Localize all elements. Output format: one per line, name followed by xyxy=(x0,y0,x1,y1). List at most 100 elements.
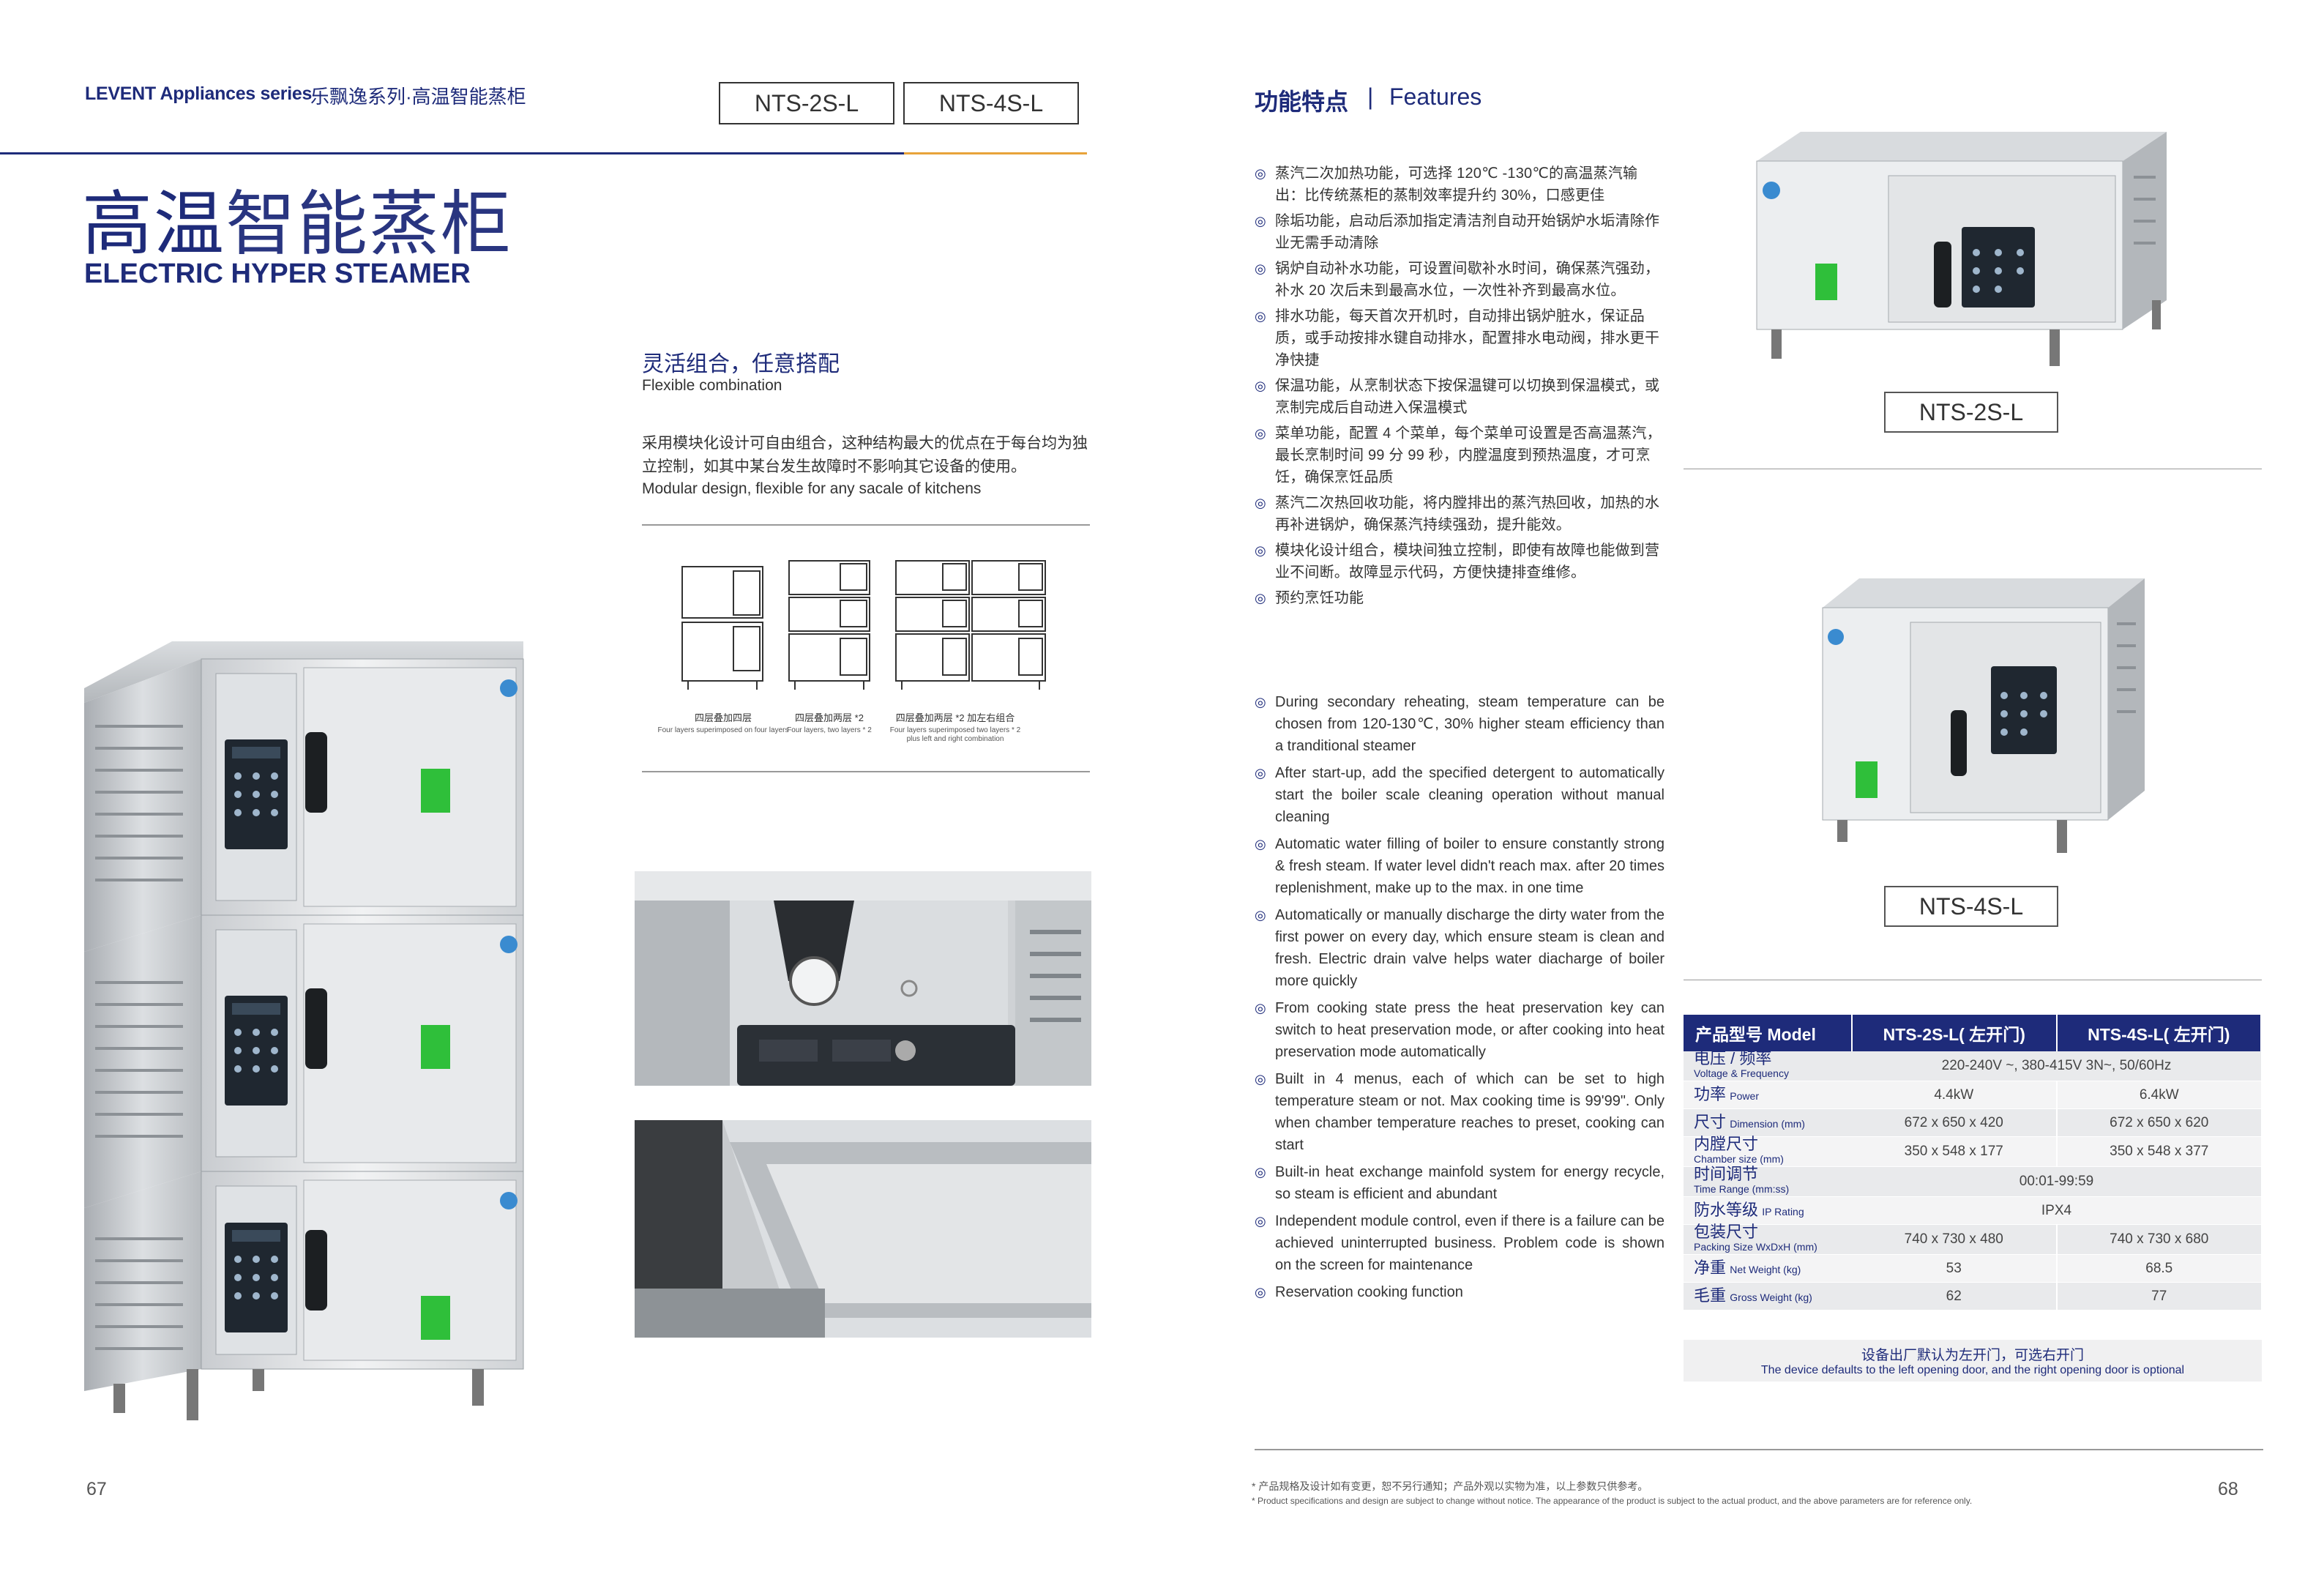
spec-key-en: Chamber size (mm) xyxy=(1694,1153,1784,1165)
table-row: 尺寸 Dimension (mm) 672 x 650 x 420 672 x … xyxy=(1684,1108,2261,1137)
spec-key-en: Voltage & Frequency xyxy=(1694,1067,1789,1079)
combination-title-cn: 灵活组合，任意搭配 xyxy=(642,352,840,376)
model-tag-4s: NTS-4S-L xyxy=(903,82,1079,124)
spec-key-en: IP Rating xyxy=(1762,1205,1804,1218)
features-title-separator: | xyxy=(1367,83,1374,110)
spec-key-en: Packing Size WxDxH (mm) xyxy=(1694,1241,1817,1253)
diagram-label-3: 四层叠加两层 *2 加左右组合 xyxy=(895,712,1015,723)
title-cn-part1: 高温 xyxy=(82,185,225,264)
feature-cn-3: 锅炉自动补水功能，可设置间歇补水时间，确保蒸汽强劲，补水 20 次后未到最高水位… xyxy=(1255,258,1664,302)
feature-en-9: Reservation cooking function xyxy=(1255,1281,1664,1303)
title-cn-part2: 智能蒸柜 xyxy=(225,185,512,264)
diagram-sub-3: Four layers superimposed two layers * 2 … xyxy=(889,726,1021,743)
spec-table-header: 产品型号 Model NTS-2S-L( 左开门) NTS-4S-L( 左开门) xyxy=(1684,1015,2262,1051)
spec-key-en: Dimension (mm) xyxy=(1730,1117,1805,1130)
features-list-en: During secondary reheating, steam temper… xyxy=(1255,691,1664,1308)
features-title-en: Features xyxy=(1389,83,1482,110)
spec-note-cn: 设备出厂默认为左开门，可选右开门 xyxy=(1861,1348,2084,1363)
spec-value: 740 x 730 x 680 xyxy=(2055,1224,2261,1255)
table-row: 净重 Net Weight (kg) 53 68.5 xyxy=(1684,1254,2261,1283)
spec-key-cn: 内膛尺寸 xyxy=(1694,1135,1759,1153)
spec-note-en: The device defaults to the left opening … xyxy=(1760,1364,2185,1376)
feature-cn-8: 模块化设计组合，模块间独立控制，即使有故障也能做到营业不间断。故障显示代码，方便… xyxy=(1255,540,1664,584)
feature-cn-2: 除垢功能，启动后添加指定清洁剂自动开始锅炉水垢清除作业无需手动清除 xyxy=(1255,210,1664,254)
table-row: 功率 Power 4.4kW 6.4kW xyxy=(1684,1081,2261,1109)
feature-en-6: Built in 4 menus, each of which can be s… xyxy=(1255,1068,1664,1156)
feature-cn-7: 蒸汽二次热回收功能，将内膛排出的蒸汽热回收，加热的水再补进锅炉，确保蒸汽持续强劲… xyxy=(1255,492,1664,536)
product-label-4s: NTS-4S-L xyxy=(1884,886,2058,927)
spec-value: 4.4kW xyxy=(1852,1081,2057,1109)
features-list-cn: 蒸汽二次加热功能，可选择 120℃ -130℃的高温蒸汽输出：比传统蒸柜的蒸制效… xyxy=(1255,163,1664,613)
spec-value: 00:01-99:59 xyxy=(1852,1166,2261,1197)
module-row xyxy=(84,658,524,1391)
spec-table-note: 设备出厂默认为左开门，可选右开门 The device defaults to … xyxy=(1684,1340,2262,1382)
series-name-en: LEVENT Appliances series xyxy=(85,83,313,104)
spec-header-2s: NTS-2S-L( 左开门) xyxy=(1852,1015,2058,1051)
spec-table: 产品型号 Model NTS-2S-L( 左开门) NTS-4S-L( 左开门)… xyxy=(1684,1015,2262,1311)
spec-key: 净重 Net Weight (kg) xyxy=(1684,1254,1852,1283)
footer-rule xyxy=(1255,1449,2263,1450)
nts-2s-product-image xyxy=(1756,132,2167,366)
steamer-3stack-image xyxy=(84,641,524,1420)
feature-cn-5: 保温功能，从烹制状态下按保温键可以切换到保温模式，或烹制完成后自动进入保温模式 xyxy=(1255,375,1664,419)
feature-cn-4: 排水功能，每天首次开机时，自动排出锅炉脏水，保证品质，或手动按排水键自动排水，配… xyxy=(1255,305,1664,371)
combination-desc-cn: 采用模块化设计可自由组合，这种结构最大的优点在于每台均为独立控制，如其中某台发生… xyxy=(642,435,1088,475)
spec-key-cn: 尺寸 xyxy=(1694,1112,1727,1131)
diagram-label-1: 四层叠加四层 xyxy=(694,712,752,723)
spec-key: 功率 Power xyxy=(1684,1081,1852,1109)
feature-en-3: Automatic water filling of boiler to ens… xyxy=(1255,833,1664,899)
spec-key-cn: 防水等级 xyxy=(1694,1200,1759,1219)
page-title-cn: 高温智能蒸柜 xyxy=(82,167,512,269)
spec-key: 尺寸 Dimension (mm) xyxy=(1684,1108,1852,1137)
combination-desc-en: Modular design, flexible for any sacale … xyxy=(642,480,982,497)
feature-cn-9: 预约烹饪功能 xyxy=(1255,587,1664,609)
table-row: 毛重 Gross Weight (kg) 62 77 xyxy=(1684,1282,2261,1311)
features-title-cn: 功能特点 xyxy=(1255,89,1349,115)
spec-value: IPX4 xyxy=(1852,1196,2261,1225)
spec-value: 62 xyxy=(1852,1282,2057,1311)
feature-en-5: From cooking state press the heat preser… xyxy=(1255,997,1664,1063)
combination-diagrams xyxy=(681,560,1046,690)
spec-value: 740 x 730 x 480 xyxy=(1852,1224,2057,1255)
feature-en-2: After start-up, add the specified deterg… xyxy=(1255,762,1664,828)
spec-key-cn: 功率 xyxy=(1694,1084,1727,1103)
footnote-cn: * 产品规格及设计如有变更，恕不另行通知；产品外观以实物为准，以上参数只供参考。 xyxy=(1252,1480,1648,1492)
header-rule-accent xyxy=(904,152,1087,154)
product-label-2s: NTS-2S-L xyxy=(1884,392,2058,433)
spec-key-cn: 包装尺寸 xyxy=(1694,1223,1759,1241)
spec-key-en: Gross Weight (kg) xyxy=(1730,1291,1812,1303)
spec-key: 毛重 Gross Weight (kg) xyxy=(1684,1282,1852,1311)
spec-key-en: Time Range (mm:ss) xyxy=(1694,1183,1790,1195)
model-tag-2s: NTS-2S-L xyxy=(719,82,894,124)
series-name-cn: 乐飘逸系列·高温智能蒸柜 xyxy=(310,86,526,108)
spec-key-en: Power xyxy=(1730,1089,1759,1102)
page-number-left: 67 xyxy=(86,1479,107,1499)
spec-key-cn: 净重 xyxy=(1694,1258,1727,1277)
feature-cn-6: 菜单功能，配置 4 个菜单，每个菜单可设置是否高温蒸汽，最长烹制时间 99 分 … xyxy=(1255,422,1664,488)
spec-key-cn: 电压 / 频率 xyxy=(1694,1049,1772,1067)
diagram-sub-2: Four layers, two layers * 2 xyxy=(787,726,872,734)
nts-4s-product-image xyxy=(1822,578,2145,853)
table-row: 防水等级 IP Rating IPX4 xyxy=(1684,1196,2261,1225)
spec-value: 53 xyxy=(1852,1254,2057,1283)
divider xyxy=(642,771,1090,772)
spec-value: 68.5 xyxy=(2055,1254,2261,1283)
spec-value: 672 x 650 x 420 xyxy=(1852,1108,2057,1137)
spec-value: 350 x 548 x 377 xyxy=(2055,1136,2261,1167)
page-number-right: 68 xyxy=(2218,1479,2238,1499)
spec-value: 77 xyxy=(2055,1282,2261,1311)
divider xyxy=(642,524,1090,526)
page-title-en: ELECTRIC HYPER STEAMER xyxy=(84,258,471,289)
combination-title-en: Flexible combination xyxy=(642,377,782,394)
spec-header-model: 产品型号 Model xyxy=(1684,1015,1853,1051)
chamber-interior-photo xyxy=(635,1120,1091,1338)
spec-key-cn: 时间调节 xyxy=(1694,1165,1759,1183)
spec-key-en: Net Weight (kg) xyxy=(1730,1263,1801,1275)
spec-value: 6.4kW xyxy=(2055,1081,2261,1109)
